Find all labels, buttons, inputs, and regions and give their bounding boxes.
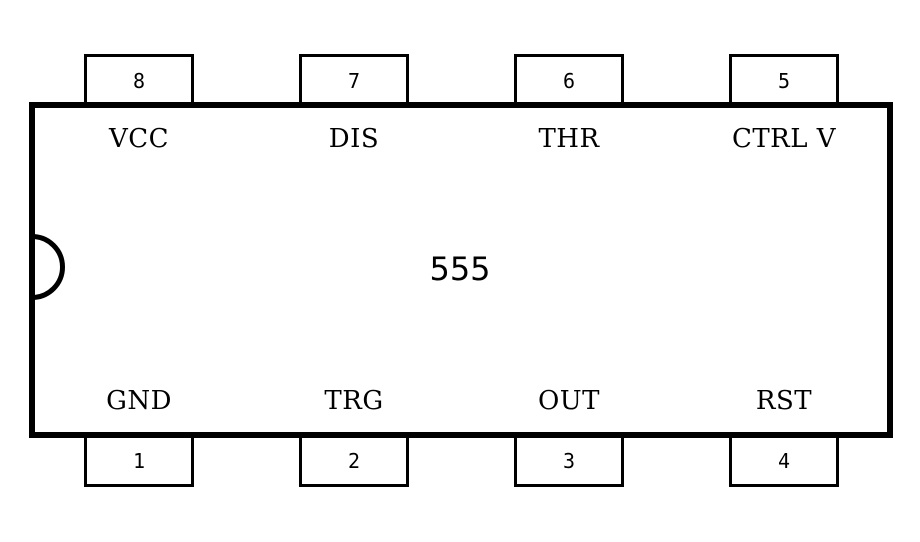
pin-3: 3 — [514, 438, 624, 487]
chip-body — [29, 102, 893, 438]
pin-7: 7 — [299, 54, 409, 105]
pin-label-gnd: GND — [106, 386, 172, 416]
pin-label-out: OUT — [537, 386, 601, 416]
pin-label-vcc: VCC — [108, 124, 170, 154]
pin-6: 6 — [514, 54, 624, 105]
pin-label-trg: TRG — [324, 386, 384, 416]
pin-label-ctrl-v: CTRL V — [731, 124, 837, 154]
pin-4: 4 — [729, 438, 839, 487]
chip-name: 555 — [429, 250, 491, 288]
pin-label-rst: RST — [755, 386, 813, 416]
pin-5: 5 — [729, 54, 839, 105]
pin-label-thr: THR — [538, 124, 600, 154]
pin-2: 2 — [299, 438, 409, 487]
pin-label-dis: DIS — [328, 124, 380, 154]
pin-1: 1 — [84, 438, 194, 487]
orientation-notch-icon — [35, 234, 65, 300]
pin-8: 8 — [84, 54, 194, 105]
